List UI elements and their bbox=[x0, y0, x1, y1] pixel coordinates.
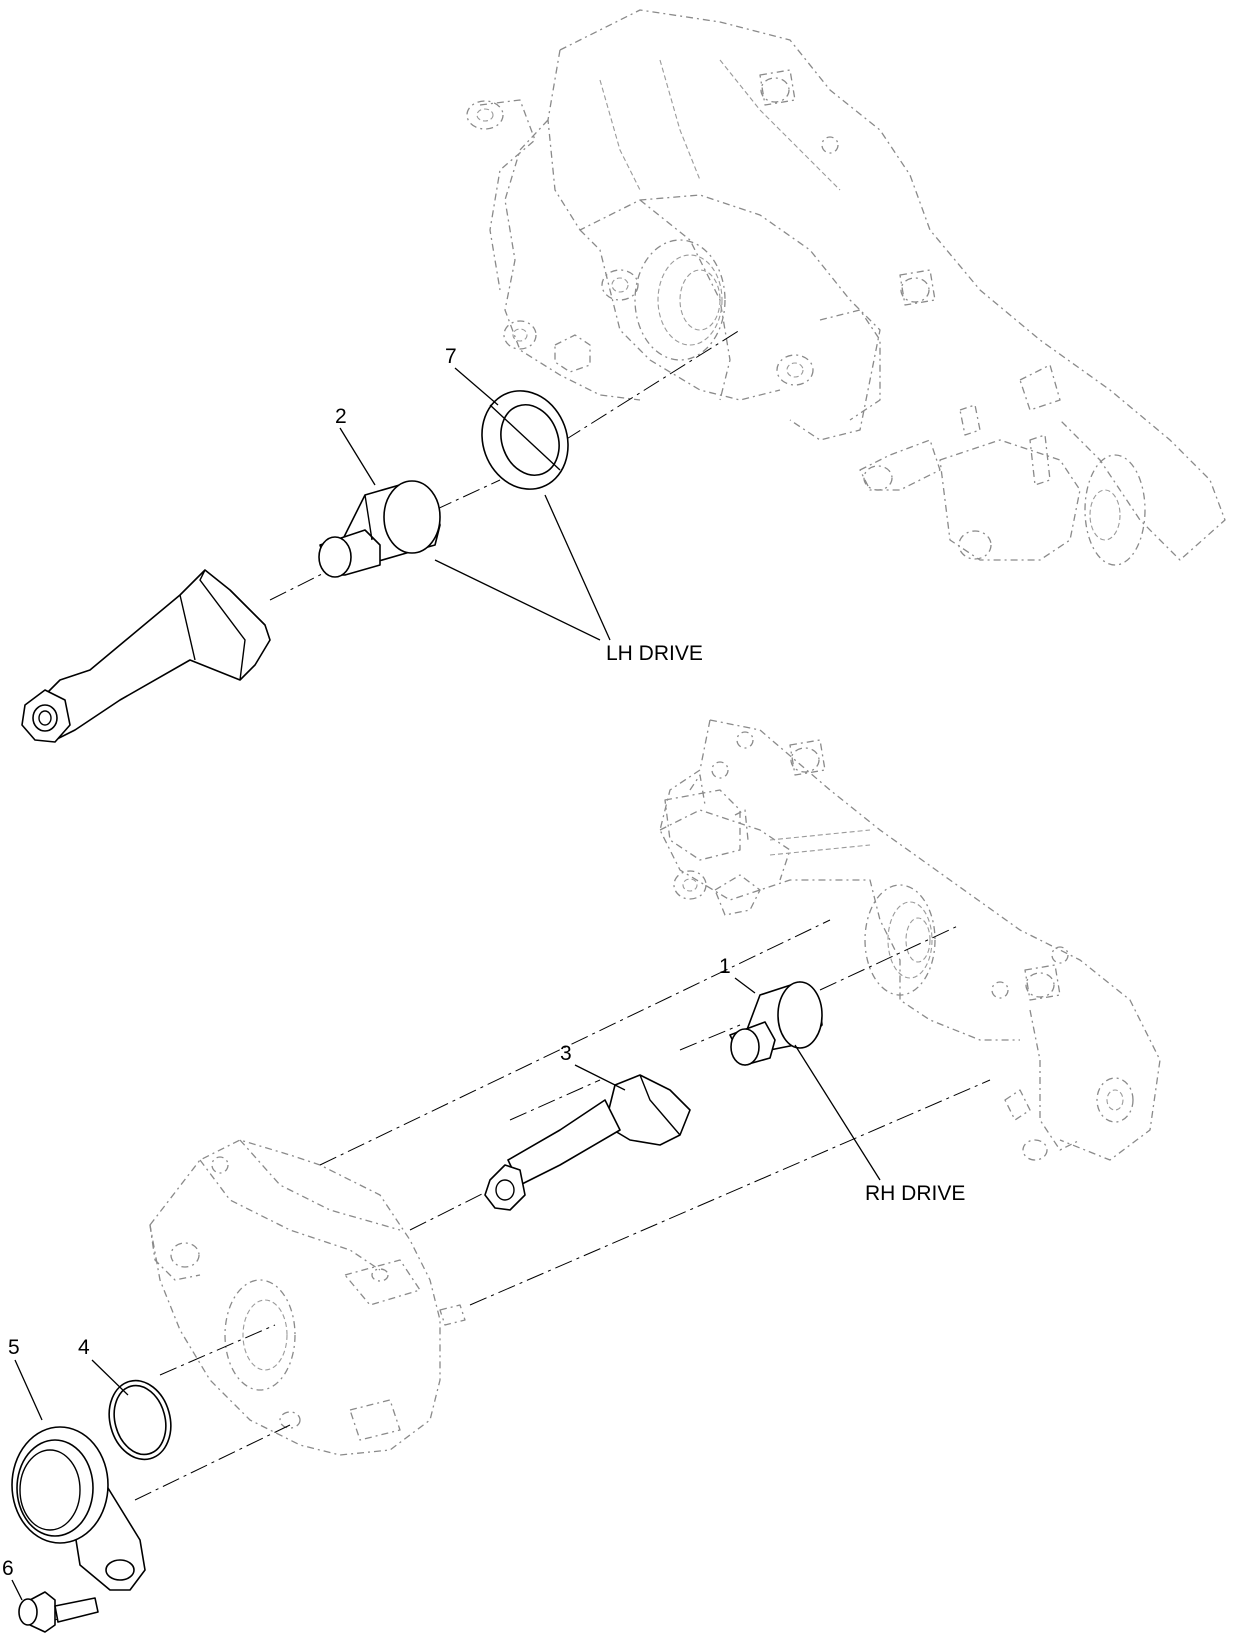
bushing-part-2 bbox=[318, 480, 441, 578]
callout-3: 3 bbox=[560, 1042, 572, 1065]
callout-5: 5 bbox=[8, 1336, 20, 1359]
assembly-axis-lines bbox=[54, 329, 991, 1621]
coupler-shaft-part-3 bbox=[484, 1074, 691, 1211]
callout-4: 4 bbox=[78, 1336, 90, 1359]
rh-transmission-housing bbox=[659, 719, 1161, 1161]
callout-1: 1 bbox=[719, 955, 731, 978]
callout-2: 2 bbox=[335, 405, 347, 428]
callout-7: 7 bbox=[445, 345, 457, 368]
o-ring-part-4 bbox=[108, 1379, 172, 1461]
lh-transmission-housing bbox=[466, 9, 1226, 566]
pump-body bbox=[149, 1139, 466, 1456]
rh-drive-label: RH DRIVE bbox=[865, 1182, 965, 1205]
leader-lines bbox=[11, 367, 881, 1601]
cover-part-5 bbox=[11, 1426, 146, 1591]
lh-drive-label: LH DRIVE bbox=[606, 642, 703, 665]
callout-numbers: 7 2 1 3 4 5 6 bbox=[2, 345, 731, 1580]
bushing-part-1 bbox=[729, 981, 823, 1066]
callout-6: 6 bbox=[2, 1557, 14, 1580]
lh-coupler-shaft bbox=[21, 569, 271, 743]
washer-part-7 bbox=[481, 390, 569, 490]
bolt-part-6 bbox=[18, 1591, 99, 1633]
